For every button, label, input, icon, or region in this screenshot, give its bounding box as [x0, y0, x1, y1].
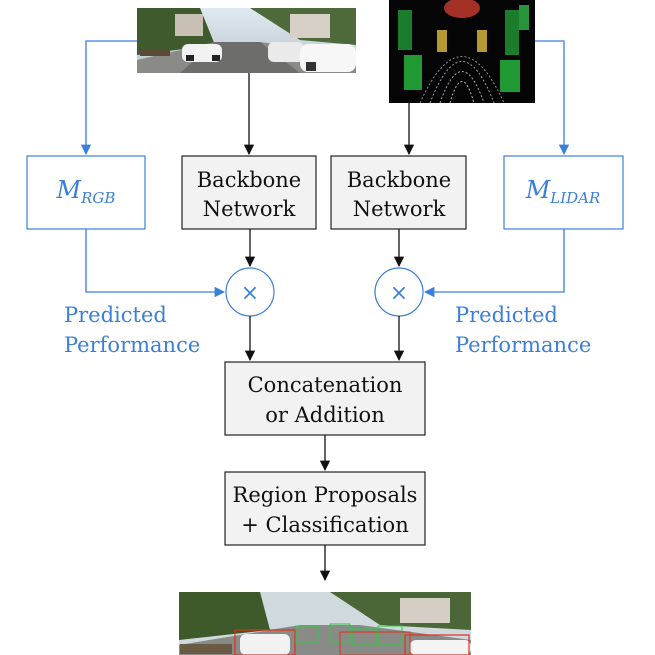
backbone-right-line1: Backbone	[347, 168, 451, 192]
m-lidar-box: MLIDAR	[503, 155, 624, 230]
fusion-line2: or Addition	[265, 403, 384, 427]
m-rgb-label: MRGB	[56, 176, 116, 207]
m-lidar-label: MLIDAR	[525, 176, 601, 207]
backbone-left-line1: Backbone	[197, 168, 301, 192]
fusion-line1: Concatenation	[248, 373, 403, 397]
lidar-input-image	[389, 0, 535, 104]
output-detection-image	[179, 592, 471, 655]
predicted-right-line2: Performance	[455, 333, 591, 357]
region-proposals-box: Region Proposals + Classification	[224, 471, 426, 546]
multiply-left-symbol: ×	[241, 281, 259, 306]
arrow-m-rgb-to-multiply	[85, 229, 226, 298]
street-camera-photo-icon	[137, 8, 356, 73]
black-arrows	[243, 73, 415, 582]
predicted-performance-right-label: Predicted Performance	[455, 303, 591, 357]
backbone-network-left-box: Backbone Network	[181, 155, 317, 230]
backbone-left-line2: Network	[203, 197, 296, 221]
arrow-lidar-to-m-lidar	[535, 40, 570, 156]
head-line1: Region Proposals	[233, 483, 418, 507]
head-line2: + Classification	[241, 513, 408, 537]
arrow-rgb-to-m-rgb	[80, 40, 137, 156]
fusion-box: Concatenation or Addition	[224, 361, 426, 436]
predicted-left-line2: Performance	[64, 333, 200, 357]
m-rgb-box: MRGB	[26, 155, 146, 230]
predicted-performance-left-label: Predicted Performance	[64, 303, 200, 357]
detection-result-photo-icon	[179, 592, 471, 655]
predicted-left-line1: Predicted	[64, 303, 167, 327]
lidar-pointcloud-icon	[389, 0, 535, 104]
arrow-m-lidar-to-multiply	[423, 229, 565, 298]
multiply-right-symbol: ×	[390, 281, 408, 306]
rgb-input-image	[137, 8, 356, 73]
predicted-right-line1: Predicted	[455, 303, 558, 327]
multiply-left-node: ×	[225, 267, 275, 317]
backbone-network-right-box: Backbone Network	[330, 155, 467, 230]
backbone-right-line2: Network	[353, 197, 446, 221]
blue-arrows	[80, 40, 570, 298]
multiply-right-node: ×	[374, 267, 424, 317]
